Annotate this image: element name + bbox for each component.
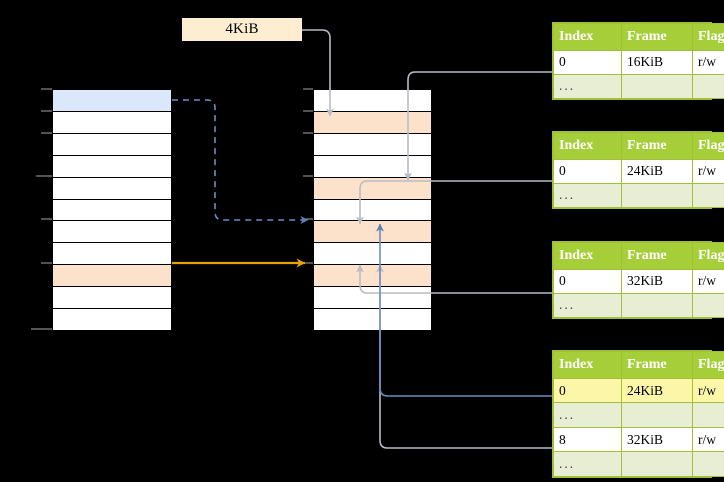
cell-flags: r/w	[692, 268, 724, 294]
table-row[interactable]: 8 32KiB r/w	[553, 426, 724, 453]
table-row[interactable]: 0 24KiB r/w	[553, 158, 724, 184]
physical-column-ticks	[303, 88, 313, 264]
column-header-frame: Frame	[621, 242, 693, 270]
table-row-ellipsis[interactable]: ...	[553, 451, 724, 477]
cell-index: 8	[553, 426, 622, 453]
table-row-ellipsis[interactable]: ...	[553, 182, 724, 209]
cell-flags	[692, 451, 724, 477]
cell-flags: r/w	[692, 377, 724, 404]
cell-frame	[621, 292, 693, 319]
wire-virtual-row0-dashed	[172, 99, 309, 224]
cell-index: ...	[553, 292, 622, 319]
memory-row[interactable]	[313, 198, 432, 222]
virtual-column-ticks	[31, 88, 52, 330]
memory-row[interactable]	[313, 154, 432, 178]
table-header-row: Index Frame Flags	[553, 132, 724, 160]
table-row[interactable]: 0 16KiB r/w	[553, 49, 724, 75]
table-header-row: Index Frame Flags	[553, 23, 724, 51]
column-header-index: Index	[553, 351, 622, 379]
cell-index: ...	[553, 451, 622, 477]
cell-index: ...	[553, 73, 622, 100]
virtual-address-space-column	[52, 89, 172, 331]
memory-row[interactable]	[52, 198, 172, 222]
cell-flags	[692, 402, 724, 428]
table-header-row: Index Frame Flags	[553, 242, 724, 270]
column-header-flags: Flags	[692, 132, 724, 160]
memory-row[interactable]	[52, 242, 172, 266]
table-row-ellipsis[interactable]: ...	[553, 73, 724, 100]
memory-row-highlighted[interactable]	[313, 264, 432, 288]
memory-row[interactable]	[52, 132, 172, 156]
memory-row-highlighted[interactable]	[52, 264, 172, 288]
memory-row-highlighted[interactable]	[313, 176, 432, 200]
memory-row[interactable]	[313, 242, 432, 266]
memory-row[interactable]	[52, 286, 172, 310]
memory-row[interactable]	[313, 286, 432, 310]
page-table-4: Index Frame Flags 0 24KiB r/w ... 8 32Ki…	[552, 350, 724, 478]
memory-row[interactable]	[52, 154, 172, 178]
table-row-ellipsis[interactable]: ...	[553, 402, 724, 428]
table-row-highlighted[interactable]: 0 24KiB r/w	[553, 377, 724, 404]
cell-index: 0	[553, 268, 622, 294]
memory-row-highlighted[interactable]	[52, 89, 172, 112]
memory-row[interactable]	[52, 220, 172, 244]
column-header-frame: Frame	[621, 351, 693, 379]
memory-row[interactable]	[52, 176, 172, 200]
cell-frame	[621, 451, 693, 477]
cell-frame: 32KiB	[621, 426, 693, 453]
cell-frame: 24KiB	[621, 158, 693, 184]
physical-memory-column	[313, 89, 432, 331]
cell-frame	[621, 402, 693, 428]
cell-flags: r/w	[692, 426, 724, 453]
column-header-index: Index	[553, 23, 622, 51]
cell-index: ...	[553, 182, 622, 209]
cell-frame	[621, 73, 693, 100]
table-row-ellipsis[interactable]: ...	[553, 292, 724, 319]
column-header-flags: Flags	[692, 242, 724, 270]
cell-index: 0	[553, 377, 622, 404]
memory-row[interactable]	[313, 308, 432, 331]
column-header-index: Index	[553, 132, 622, 160]
cell-frame: 32KiB	[621, 268, 693, 294]
page-table-1: Index Frame Flags 0 16KiB r/w ...	[552, 22, 724, 100]
memory-row-highlighted[interactable]	[313, 110, 432, 134]
memory-row[interactable]	[52, 110, 172, 134]
cell-frame	[621, 182, 693, 209]
column-header-flags: Flags	[692, 351, 724, 379]
cell-flags: r/w	[692, 158, 724, 184]
page-table-2: Index Frame Flags 0 24KiB r/w ...	[552, 131, 724, 209]
cell-index: ...	[553, 402, 622, 428]
cell-flags: r/w	[692, 49, 724, 75]
cell-flags	[692, 292, 724, 319]
column-header-flags: Flags	[692, 23, 724, 51]
cell-index: 0	[553, 49, 622, 75]
page-size-text: 4KiB	[225, 21, 259, 37]
cell-index: 0	[553, 158, 622, 184]
table-row[interactable]: 0 32KiB r/w	[553, 268, 724, 294]
memory-row[interactable]	[52, 308, 172, 331]
cell-flags	[692, 182, 724, 209]
table-header-row: Index Frame Flags	[553, 351, 724, 379]
column-header-frame: Frame	[621, 23, 693, 51]
memory-row[interactable]	[313, 89, 432, 112]
page-size-label: 4KiB	[182, 18, 302, 41]
page-table-3: Index Frame Flags 0 32KiB r/w ...	[552, 241, 724, 319]
cell-frame: 16KiB	[621, 49, 693, 75]
column-header-index: Index	[553, 242, 622, 270]
cell-flags	[692, 73, 724, 100]
memory-row-highlighted[interactable]	[313, 220, 432, 244]
cell-frame: 24KiB	[621, 377, 693, 404]
column-header-frame: Frame	[621, 132, 693, 160]
memory-row[interactable]	[313, 132, 432, 156]
